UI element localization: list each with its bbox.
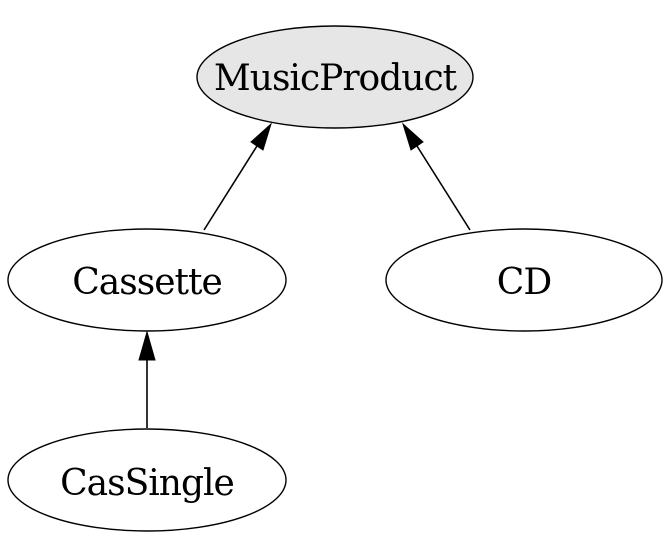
node-cas-single-label: CasSingle [60, 463, 234, 504]
edge-cassingle-to-cassette [138, 330, 156, 428]
node-music-product[interactable]: MusicProduct [196, 25, 474, 129]
node-cassette-label: Cassette [72, 262, 222, 303]
node-cassette-shape [7, 228, 287, 332]
edge-line [203, 145, 258, 231]
edge-line [416, 145, 471, 231]
node-music-product-shape [196, 25, 474, 129]
node-cas-single-shape [7, 428, 287, 532]
arrowhead-icon [138, 330, 156, 361]
node-cd[interactable]: CD [385, 228, 663, 332]
edge-cassette-to-musicproduct [203, 122, 273, 231]
node-cas-single[interactable]: CasSingle [7, 428, 287, 532]
node-cd-label: CD [497, 262, 551, 303]
arrowhead-icon [250, 122, 273, 151]
node-music-product-label: MusicProduct [214, 58, 458, 99]
arrowhead-icon [401, 122, 424, 151]
node-cd-shape [385, 228, 663, 332]
node-cassette[interactable]: Cassette [7, 228, 287, 332]
edge-cd-to-musicproduct [401, 122, 471, 231]
